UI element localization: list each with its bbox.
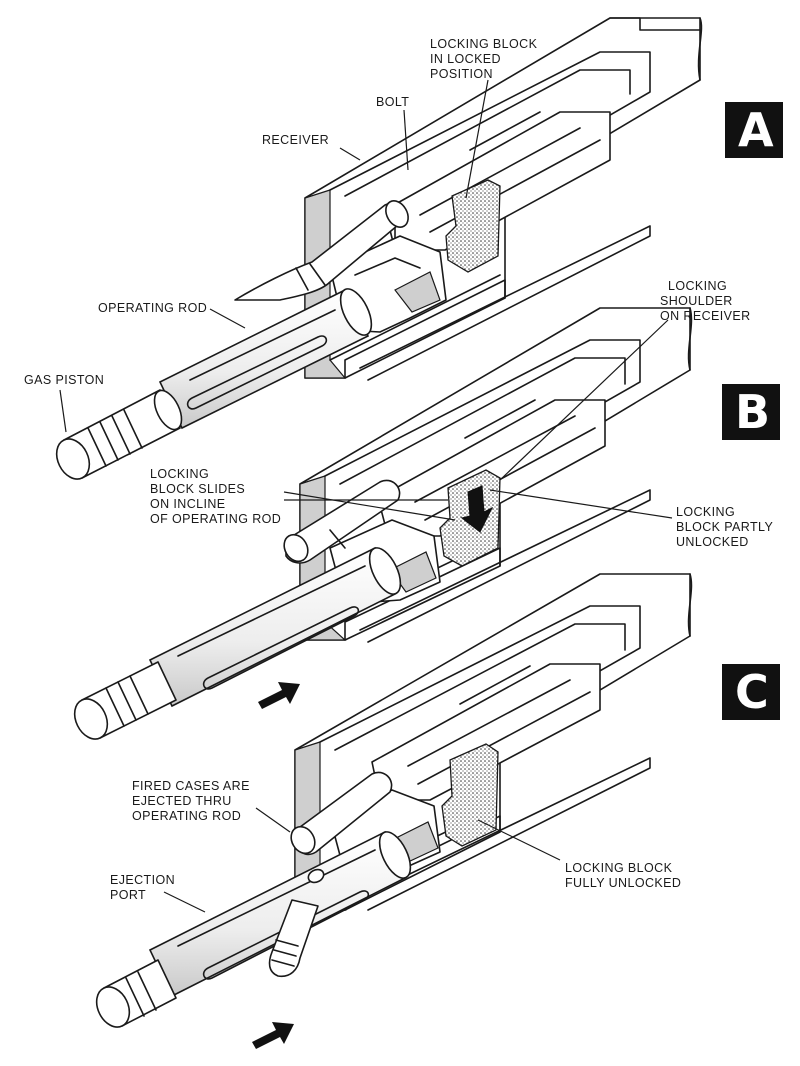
label-fired-cases: FIRED CASES ARE EJECTED THRU OPERATING R… — [132, 779, 254, 823]
panel-b: LOCKING SHOULDER ON RECEIVER LOCKING BLO… — [73, 279, 780, 740]
label-line: LOCKING — [676, 505, 735, 519]
label-locking-block-slides: LOCKING BLOCK SLIDES ON INCLINE OF OPERA… — [150, 467, 281, 526]
gas-piston-a — [55, 389, 183, 480]
leader-operating-rod-a — [209, 308, 246, 329]
locking-block-a — [445, 179, 501, 273]
leader-locking-block-a — [465, 79, 489, 199]
gas-piston-b — [73, 661, 177, 740]
label-line: IN LOCKED — [430, 52, 501, 66]
label-line: OPERATING ROD — [132, 809, 241, 823]
ejected-case-c — [268, 899, 319, 978]
leader-gas-piston-a — [59, 389, 67, 433]
label-locking-block-locked: LOCKING BLOCK IN LOCKED POSITION — [430, 37, 541, 81]
cartridge-a — [234, 200, 409, 301]
label-line: LOCKING BLOCK — [430, 37, 538, 51]
label-locking-shoulder: LOCKING SHOULDER ON RECEIVER — [660, 279, 751, 323]
label-line: UNLOCKED — [676, 535, 749, 549]
label-receiver: RECEIVER — [262, 133, 329, 147]
label-line: FULLY UNLOCKED — [565, 876, 681, 890]
gas-piston-c — [95, 959, 177, 1028]
label-line: BLOCK SLIDES — [150, 482, 245, 496]
label-ejection-port: EJECTION PORT — [110, 873, 179, 902]
fired-case-c — [290, 771, 393, 856]
label-line: OF OPERATING ROD — [150, 512, 281, 526]
leader-bolt-a — [403, 109, 409, 171]
leader-receiver-a — [339, 147, 361, 161]
down-block-arrow-icon — [460, 485, 494, 533]
label-locking-block-fully: LOCKING BLOCK FULLY UNLOCKED — [565, 861, 681, 890]
label-gas-piston: GAS PISTON — [24, 373, 104, 387]
label-line: SHOULDER — [660, 294, 733, 308]
label-line: ON INCLINE — [150, 497, 226, 511]
leader-locking-shoulder — [499, 319, 669, 481]
locking-block-c — [441, 743, 499, 847]
label-operating-rod: OPERATING ROD — [98, 301, 207, 315]
label-line: LOCKING BLOCK — [565, 861, 673, 875]
motion-arrow-c-icon — [252, 1022, 294, 1049]
leader-ejection-port — [163, 891, 206, 913]
panel-c: FIRED CASES ARE EJECTED THRU OPERATING R… — [95, 573, 780, 1049]
leader-fired-cases — [255, 807, 291, 833]
label-line: ON RECEIVER — [660, 309, 751, 323]
panel-letter-c: C — [735, 665, 769, 719]
panel-badge-b: B — [722, 384, 780, 440]
label-line: POSITION — [430, 67, 493, 81]
label-line: BLOCK PARTLY — [676, 520, 773, 534]
leader-locking-block-fully — [477, 819, 561, 861]
cartridge-b — [283, 479, 401, 564]
panel-letter-a: A — [738, 103, 774, 157]
label-bolt: BOLT — [376, 95, 409, 109]
label-line: LOCKING — [668, 279, 727, 293]
panel-letter-b: B — [735, 385, 770, 439]
label-line: PORT — [110, 888, 146, 902]
leader-locking-block-slides — [283, 491, 456, 521]
motion-arrow-b-icon — [258, 682, 300, 709]
leader-locking-block-partly — [489, 489, 673, 519]
label-line: FIRED CASES ARE — [132, 779, 250, 793]
bolt-c — [371, 663, 601, 801]
panel-badge-c: C — [722, 664, 780, 720]
label-locking-block-partly: LOCKING BLOCK PARTLY UNLOCKED — [676, 505, 777, 549]
operating-rod-a — [158, 288, 373, 430]
panel-badge-a: A — [725, 102, 783, 158]
label-line: LOCKING — [150, 467, 209, 481]
label-line: EJECTION — [110, 873, 175, 887]
label-line: EJECTED THRU — [132, 794, 232, 808]
panel-a: LOCKING BLOCK IN LOCKED POSITION BOLT RE… — [24, 17, 783, 480]
